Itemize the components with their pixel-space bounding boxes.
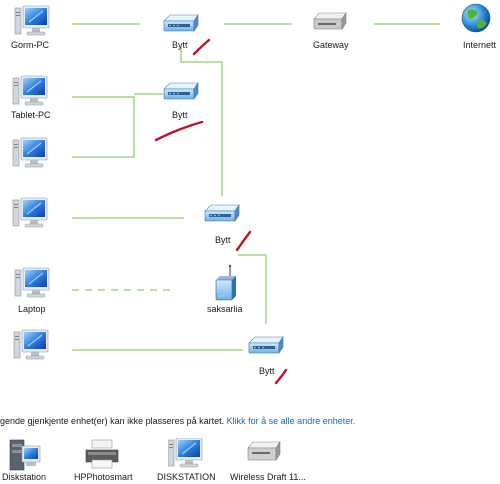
computer-icon[interactable] <box>14 267 50 298</box>
computer-icon[interactable] <box>168 438 204 470</box>
computer-icon[interactable] <box>12 75 48 106</box>
device-label: HPPhotosmart <box>74 472 133 482</box>
switch-label: Bytt <box>172 40 188 50</box>
gateway-label: Gateway <box>313 40 349 50</box>
unplaced-devices-message: gende gjenkjente enhet(er) kan ikke plas… <box>0 416 355 426</box>
computer-label: Tablet-PC <box>11 110 51 120</box>
switch-icon[interactable] <box>163 82 199 100</box>
unplaced-devices-text: gende gjenkjente enhet(er) kan ikke plas… <box>0 416 225 426</box>
red-annotation-marks <box>154 38 288 385</box>
access-point-icon[interactable] <box>215 264 236 301</box>
computer-icon[interactable] <box>14 5 50 36</box>
computer-icon[interactable] <box>12 137 48 168</box>
nas-device-icon[interactable] <box>8 438 42 472</box>
switch-icon[interactable] <box>204 204 240 222</box>
computer-icon[interactable] <box>12 197 48 228</box>
show-all-devices-link[interactable]: Klikk for å se alle andre enheter. <box>226 416 356 426</box>
switch-icon[interactable] <box>248 336 284 354</box>
network-map <box>12 3 491 385</box>
switch-icon[interactable] <box>163 14 199 32</box>
router-icon[interactable] <box>246 438 282 468</box>
access-point-label: saksarlia <box>207 304 243 314</box>
switch-label: Bytt <box>215 235 231 245</box>
internet-globe-icon[interactable] <box>461 3 491 33</box>
device-label: DISKSTATION <box>157 472 216 482</box>
computer-label: Laptop <box>18 304 46 314</box>
printer-icon[interactable] <box>84 438 120 470</box>
internet-label: Internett <box>463 40 497 50</box>
computer-label: Gorm-PC <box>11 40 49 50</box>
switch-label: Bytt <box>259 366 275 376</box>
connection-lines <box>72 23 440 351</box>
gateway-icon[interactable] <box>313 12 347 30</box>
device-label: Wireless Draft 11... <box>230 472 306 482</box>
device-label: Diskstation <box>2 472 47 482</box>
computer-icon[interactable] <box>13 329 49 360</box>
switch-label: Bytt <box>172 110 188 120</box>
